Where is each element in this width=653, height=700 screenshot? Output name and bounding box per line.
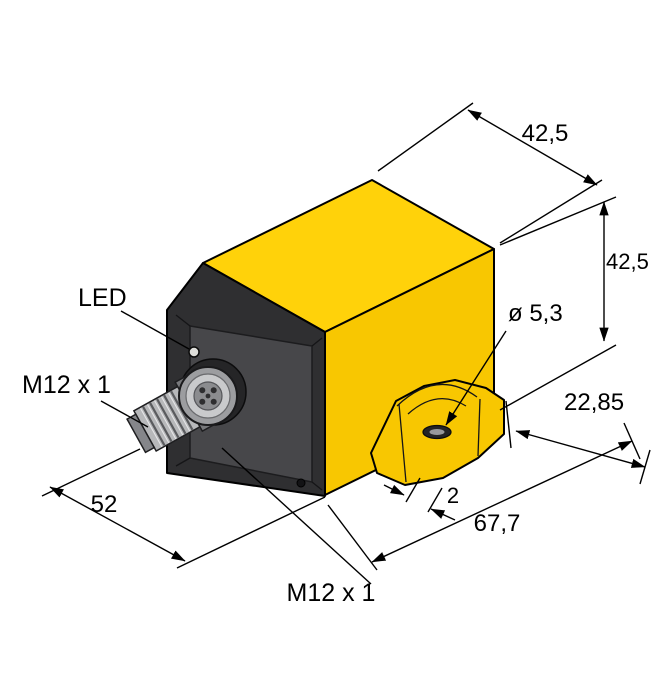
dim-bracket-gap-label: 2 [447,483,459,508]
dim-top-width-label: 42,5 [522,120,569,147]
thread-callout-bottom: M12 x 1 [221,447,376,607]
connector-pins [199,387,217,405]
thread-ridges [142,390,194,446]
dim-top-width: 42,5 [377,102,603,244]
panel-bevel-line [175,457,191,467]
bracket-saddle-arc [396,383,478,407]
led-label: LED [78,284,127,312]
dim-bracket-gap: 2 [383,477,459,521]
m12-connector [126,358,247,454]
panel-bevel-line [175,314,191,327]
screw-hole [296,478,306,488]
led-indicator [188,346,200,358]
thread-left-label: M12 x 1 [22,371,111,399]
connector-tip [126,413,156,454]
panel-bevel-line [311,481,323,491]
thread-bottom-label: M12 x 1 [287,579,376,607]
led-callout: LED [78,284,190,350]
dim-side-length-label: 52 [91,491,118,518]
dim-bracket-depth-label: 22,85 [564,389,624,416]
panel-bevel-line [311,337,323,347]
dim-side-height-label: 42,5 [606,249,649,274]
thread-highlights [140,392,191,448]
dim-hole-diameter: ø 5,3 [445,300,563,426]
dim-overall-length-label: 67,7 [474,510,521,537]
sensor-device [126,179,505,497]
thread-callout-left: M12 x 1 [22,371,149,428]
dim-bracket-depth: 22,85 [505,389,651,485]
bracket-hole-inner [429,429,445,435]
dim-hole-diameter-label: ø 5,3 [508,300,563,327]
dim-side-height: 42,5 [499,196,649,411]
dim-side-length: 52 [41,448,326,569]
dim-overall-length: 67,7 [327,422,641,571]
